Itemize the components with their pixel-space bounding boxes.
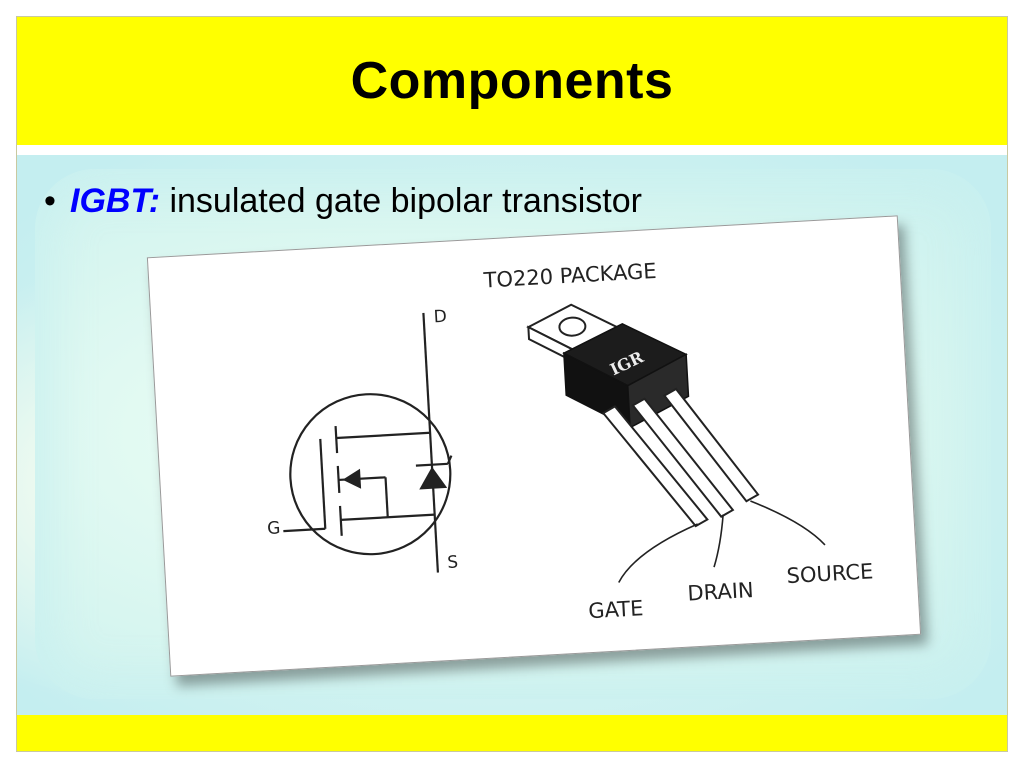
slide-title: Components xyxy=(350,52,674,110)
figure-card: D G S TO220 PACKAGE I xyxy=(146,215,922,677)
pin-label-gate: GATE xyxy=(588,596,644,623)
footer-bar xyxy=(17,715,1007,751)
to220-package-icon xyxy=(526,303,760,528)
pin-label-source: SOURCE xyxy=(786,559,874,588)
igbt-symbol-icon xyxy=(283,312,453,573)
igbt-figure: D G S TO220 PACKAGE I xyxy=(146,215,928,687)
igbt-illustration: D G S TO220 PACKAGE I xyxy=(267,259,874,623)
pin-label-drain: DRAIN xyxy=(687,578,754,606)
bullet-dot-icon: • xyxy=(44,182,56,220)
drain-symbol-label: D xyxy=(433,307,447,328)
diode-icon xyxy=(419,466,448,490)
bullet-item: • IGBT: insulated gate bipolar transistor xyxy=(44,182,642,221)
gate-symbol-label: G xyxy=(267,518,281,539)
header-divider xyxy=(17,145,1007,155)
package-label: TO220 PACKAGE xyxy=(482,259,657,293)
bullet-text: insulated gate bipolar transistor xyxy=(160,182,642,220)
bullet-term: IGBT: xyxy=(70,182,161,220)
header-bar xyxy=(17,17,1007,145)
leader-lines xyxy=(618,500,826,583)
source-symbol-label: S xyxy=(447,552,459,573)
gate-arrow-icon xyxy=(342,468,362,489)
